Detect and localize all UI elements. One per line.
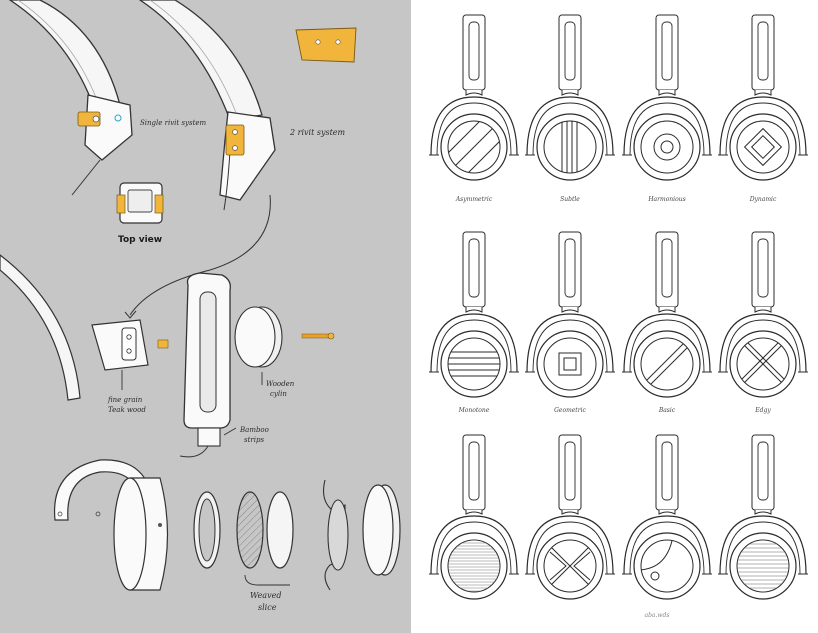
annotation-wooden: Wooden bbox=[266, 380, 295, 388]
driver bbox=[323, 479, 349, 591]
variant-label: Basic bbox=[658, 407, 676, 414]
exploded-sketch: Single rivit system 2 rivit system bbox=[0, 0, 401, 612]
exploded-sketch-panel: Single rivit system 2 rivit system bbox=[0, 0, 411, 633]
annotation-weaved: Weaved bbox=[250, 591, 281, 600]
annotation-bamboo: Bamboo bbox=[239, 426, 269, 434]
annotation-top-view: Top view bbox=[118, 235, 162, 245]
headphone-variant: Monotone bbox=[429, 231, 519, 414]
headphone-variant: Subtle bbox=[525, 14, 615, 203]
annotation-two-rivit: 2 rivit system bbox=[289, 128, 346, 137]
variant-label: Edgy bbox=[754, 407, 771, 414]
headphone-variant: Asymmetric bbox=[429, 14, 519, 203]
annotation-cylin: cylin bbox=[270, 390, 287, 398]
variant-label: Geometric bbox=[554, 407, 586, 414]
top-view-block bbox=[116, 182, 164, 224]
headphone-variant: Basic bbox=[622, 231, 712, 414]
headphone-variant: Geometric bbox=[525, 231, 615, 414]
brass-rivet-plate bbox=[77, 111, 101, 127]
teak-wood-block bbox=[91, 319, 169, 371]
headphone-variant bbox=[718, 434, 808, 600]
headband-arc-middle bbox=[138, 0, 276, 211]
headphone-variant: Edgy bbox=[718, 231, 808, 414]
variant-label: Dynamic bbox=[749, 196, 777, 203]
variants-grid: Asymmetric Subtle Harmonious DynamicMonoton… bbox=[429, 14, 808, 619]
ear-pad bbox=[362, 484, 401, 576]
screw bbox=[301, 332, 335, 340]
annotation-fine-grain: fine grain bbox=[107, 396, 143, 404]
rivet-icon bbox=[92, 115, 100, 123]
headphone-variant: Harmonious bbox=[622, 14, 712, 203]
ear-cup-shell bbox=[113, 477, 169, 591]
headphone-variant bbox=[429, 434, 519, 600]
annotation-teak-wood: Teak wood bbox=[108, 406, 146, 414]
headband-arc-left bbox=[8, 0, 133, 196]
annotation-single-rivit: Single rivit system bbox=[140, 119, 207, 127]
variant-label: Subtle bbox=[560, 196, 580, 203]
annotation-slice: slice bbox=[258, 603, 277, 612]
annotation-strips: strips bbox=[244, 436, 264, 444]
bamboo-strip bbox=[183, 272, 231, 447]
brass-plate bbox=[295, 27, 357, 63]
headphone-variant bbox=[622, 434, 712, 600]
weaved-slice-discs bbox=[236, 491, 294, 569]
wooden-cylinder bbox=[234, 306, 283, 368]
signature: aba.wds bbox=[645, 612, 670, 619]
brass-rivet-plate-two bbox=[225, 124, 245, 156]
headphone-variant: Dynamic bbox=[718, 14, 808, 203]
variant-label: Monotone bbox=[458, 407, 490, 414]
ring bbox=[193, 491, 221, 569]
headband-arc-lower bbox=[0, 254, 81, 401]
variant-label: Asymmetric bbox=[455, 196, 493, 203]
variant-label: Harmonious bbox=[647, 196, 685, 203]
headphone-variant bbox=[525, 434, 615, 600]
